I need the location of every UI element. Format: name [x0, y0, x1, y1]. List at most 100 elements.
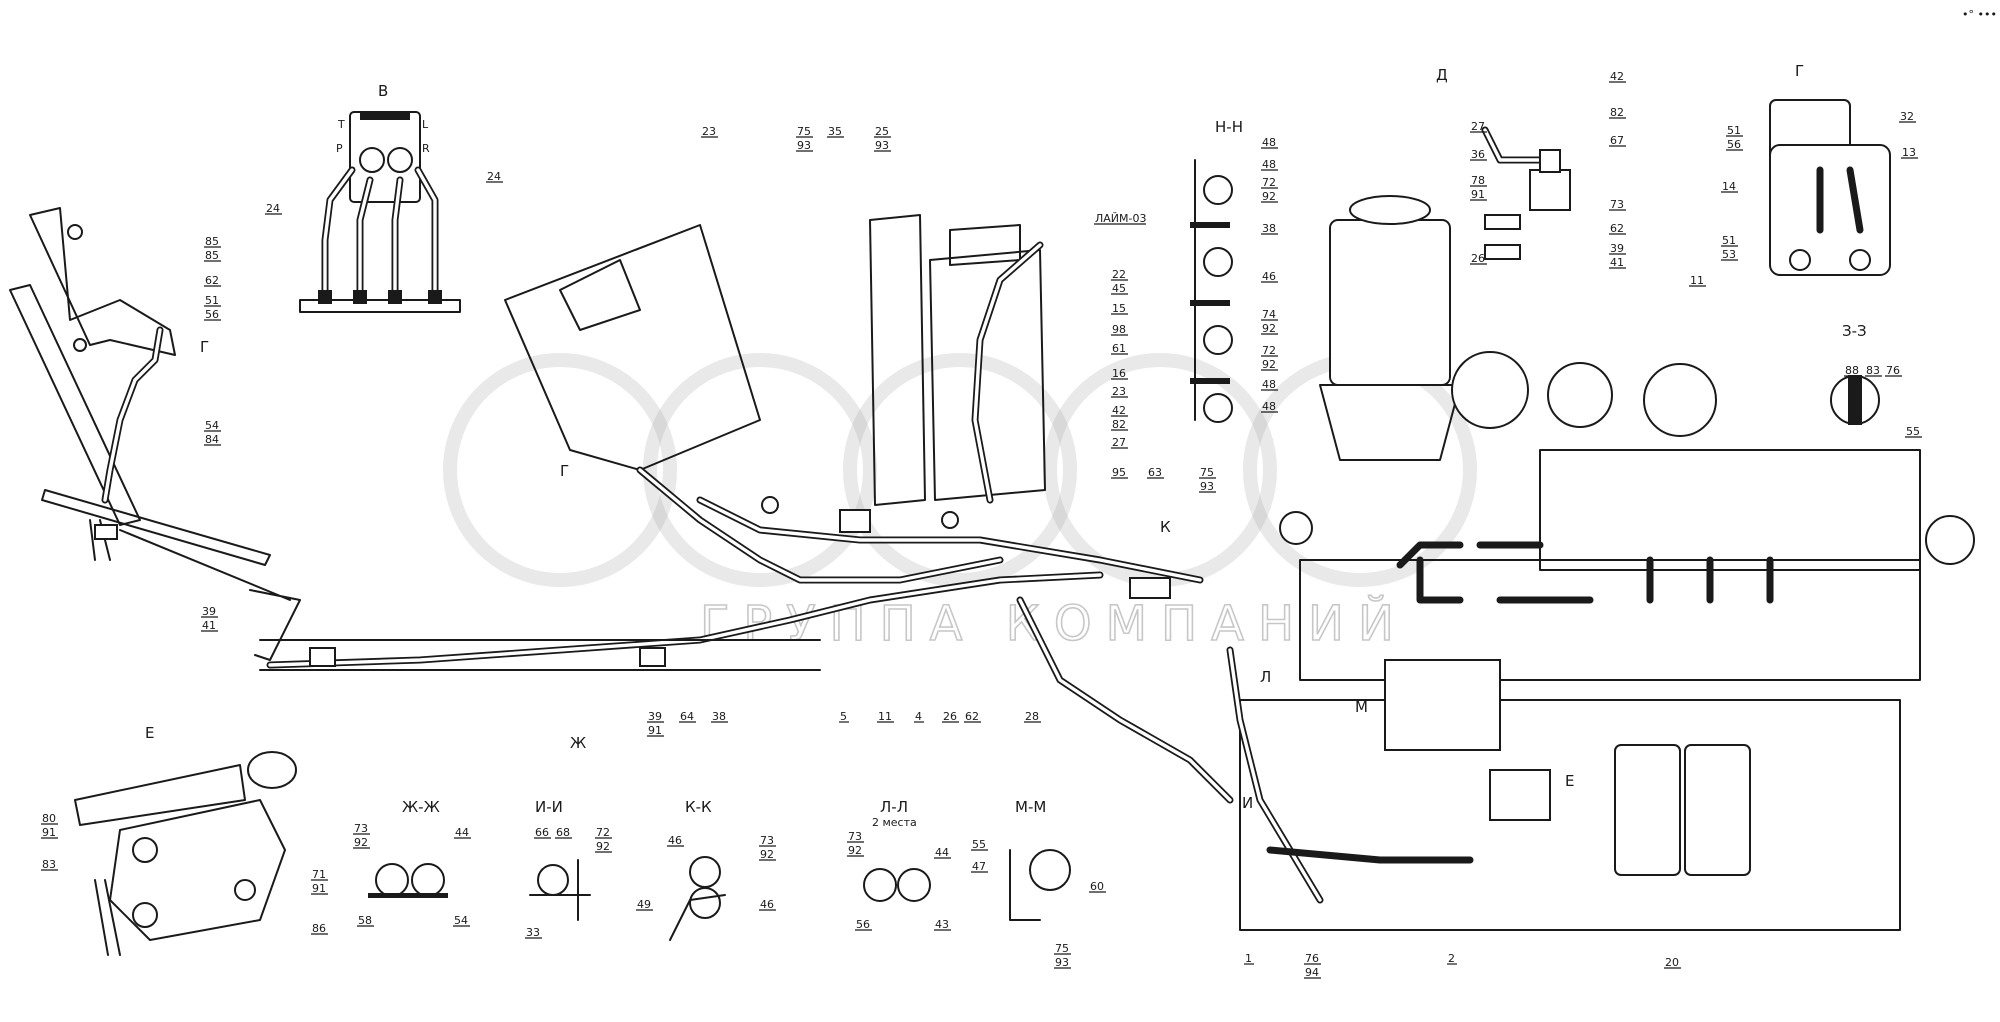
- callout-c48d: 48: [1262, 400, 1276, 413]
- callout-c62b: 62: [965, 710, 979, 723]
- callout-c47: 47: [972, 860, 986, 873]
- view-b: В T L P R: [299, 82, 461, 313]
- corner-mark: •° •••: [1962, 8, 1997, 21]
- callout-c51: 51: [205, 294, 219, 307]
- callout-c94: 94: [1305, 966, 1319, 979]
- svg-text:М: М: [1355, 698, 1368, 716]
- callout-c23: 23: [702, 125, 716, 138]
- callout-c22: 22: [1112, 268, 1126, 281]
- callout-c83: 83: [1866, 364, 1880, 377]
- svg-text:Л: Л: [1260, 668, 1271, 686]
- callout-c91: 91: [648, 724, 662, 737]
- callout-c85a: 85: [205, 235, 219, 248]
- callout-c61: 61: [1112, 342, 1126, 355]
- view-l-l: Л-Л 2 места: [863, 798, 931, 902]
- callout-c80: 80: [42, 812, 56, 825]
- callout-c4: 4: [915, 710, 922, 723]
- callout-c92b: 92: [1262, 322, 1276, 335]
- view-label-e: Е: [145, 724, 154, 742]
- watermark: ГРУППА КОМПАНИЙ: [443, 353, 1477, 653]
- callout-c15: 15: [1112, 302, 1126, 315]
- svg-text:Г: Г: [200, 338, 209, 356]
- callout-c42b: 42: [1610, 70, 1624, 83]
- callout-c64: 64: [680, 710, 694, 723]
- view-label-ll: Л-Л: [880, 798, 908, 816]
- callout-c26: 26: [943, 710, 957, 723]
- callout-c46c: 46: [760, 898, 774, 911]
- callout-c42: 42: [1112, 404, 1126, 417]
- svg-text:Ж: Ж: [570, 734, 586, 752]
- svg-text:И: И: [1242, 794, 1253, 812]
- callout-c54b: 54: [454, 914, 468, 927]
- callout-c48c: 48: [1262, 378, 1276, 391]
- callout-c93b: 93: [875, 139, 889, 152]
- section-marks: Г Г К Л М И Е Ж: [200, 338, 1574, 812]
- callout-c92e: 92: [596, 840, 610, 853]
- callout-c98: 98: [1112, 323, 1126, 336]
- callout-c16: 16: [1112, 367, 1126, 380]
- callout-c24b: 24: [266, 202, 280, 215]
- callout-cLAIM: ЛАЙМ-03: [1095, 212, 1146, 225]
- view-n-n: Н-Н: [1190, 118, 1243, 423]
- view-k-k: К-К: [669, 798, 726, 941]
- callout-c27b: 27: [1471, 120, 1485, 133]
- svg-text:L: L: [422, 118, 429, 131]
- callout-c56b: 56: [1727, 138, 1741, 151]
- callout-c76b: 76: [1305, 952, 1319, 965]
- callout-c82: 82: [1112, 418, 1126, 431]
- view-zh-zh: Ж-Ж: [368, 798, 448, 898]
- callout-c54: 54: [205, 419, 219, 432]
- callout-c76: 76: [1886, 364, 1900, 377]
- callout-c66: 66: [535, 826, 549, 839]
- callout-c28: 28: [1025, 710, 1039, 723]
- callout-c20: 20: [1665, 956, 1679, 969]
- callout-c88: 88: [1845, 364, 1859, 377]
- callout-c92d: 92: [354, 836, 368, 849]
- callout-c75b: 75: [1200, 466, 1214, 479]
- callout-c56: 56: [205, 308, 219, 321]
- callout-c62: 62: [205, 274, 219, 287]
- left-lever-assembly: [9, 207, 301, 661]
- watermark-text: ГРУППА КОМПАНИЙ: [700, 595, 1408, 652]
- svg-text:P: P: [336, 142, 343, 155]
- callout-c11b: 11: [1690, 274, 1704, 287]
- callout-c48a: 48: [1262, 136, 1276, 149]
- callout-c32: 32: [1900, 110, 1914, 123]
- view-label-d: Д: [1436, 66, 1448, 84]
- view-d: Д: [1436, 66, 1571, 260]
- view-label-kk: К-К: [685, 798, 712, 816]
- callout-c93: 93: [797, 139, 811, 152]
- view-label-nn: Н-Н: [1215, 118, 1243, 136]
- callout-c58: 58: [358, 914, 372, 927]
- callout-c72c: 72: [596, 826, 610, 839]
- callout-c72: 72: [1262, 176, 1276, 189]
- callout-c44: 44: [455, 826, 469, 839]
- svg-text:Е: Е: [1565, 772, 1574, 790]
- callout-c24a: 24: [487, 170, 501, 183]
- view-g: Г: [1769, 62, 1891, 276]
- callout-c45: 45: [1112, 282, 1126, 295]
- callout-c41: 41: [202, 619, 216, 632]
- callout-c38b: 38: [1262, 222, 1276, 235]
- view-label-b: В: [378, 82, 388, 100]
- callout-c78: 78: [1471, 174, 1485, 187]
- callout-c36: 36: [1471, 148, 1485, 161]
- callout-c41b: 41: [1610, 256, 1624, 269]
- callout-c25: 25: [875, 125, 889, 138]
- callout-c27: 27: [1112, 436, 1126, 449]
- callout-c56c: 56: [856, 918, 870, 931]
- callout-c46b: 46: [668, 834, 682, 847]
- callout-c92c: 92: [1262, 358, 1276, 371]
- callout-c39b: 39: [648, 710, 662, 723]
- callout-c92g: 92: [848, 844, 862, 857]
- svg-text:К: К: [1160, 518, 1171, 536]
- callout-c83b: 83: [42, 858, 56, 871]
- callout-c92: 92: [1262, 190, 1276, 203]
- callout-c85b: 85: [205, 249, 219, 262]
- callout-c93d: 93: [1055, 956, 1069, 969]
- callout-c46: 46: [1262, 270, 1276, 283]
- callout-c92f: 92: [760, 848, 774, 861]
- callout-c74: 74: [1262, 308, 1276, 321]
- view-label-g: Г: [1795, 62, 1804, 80]
